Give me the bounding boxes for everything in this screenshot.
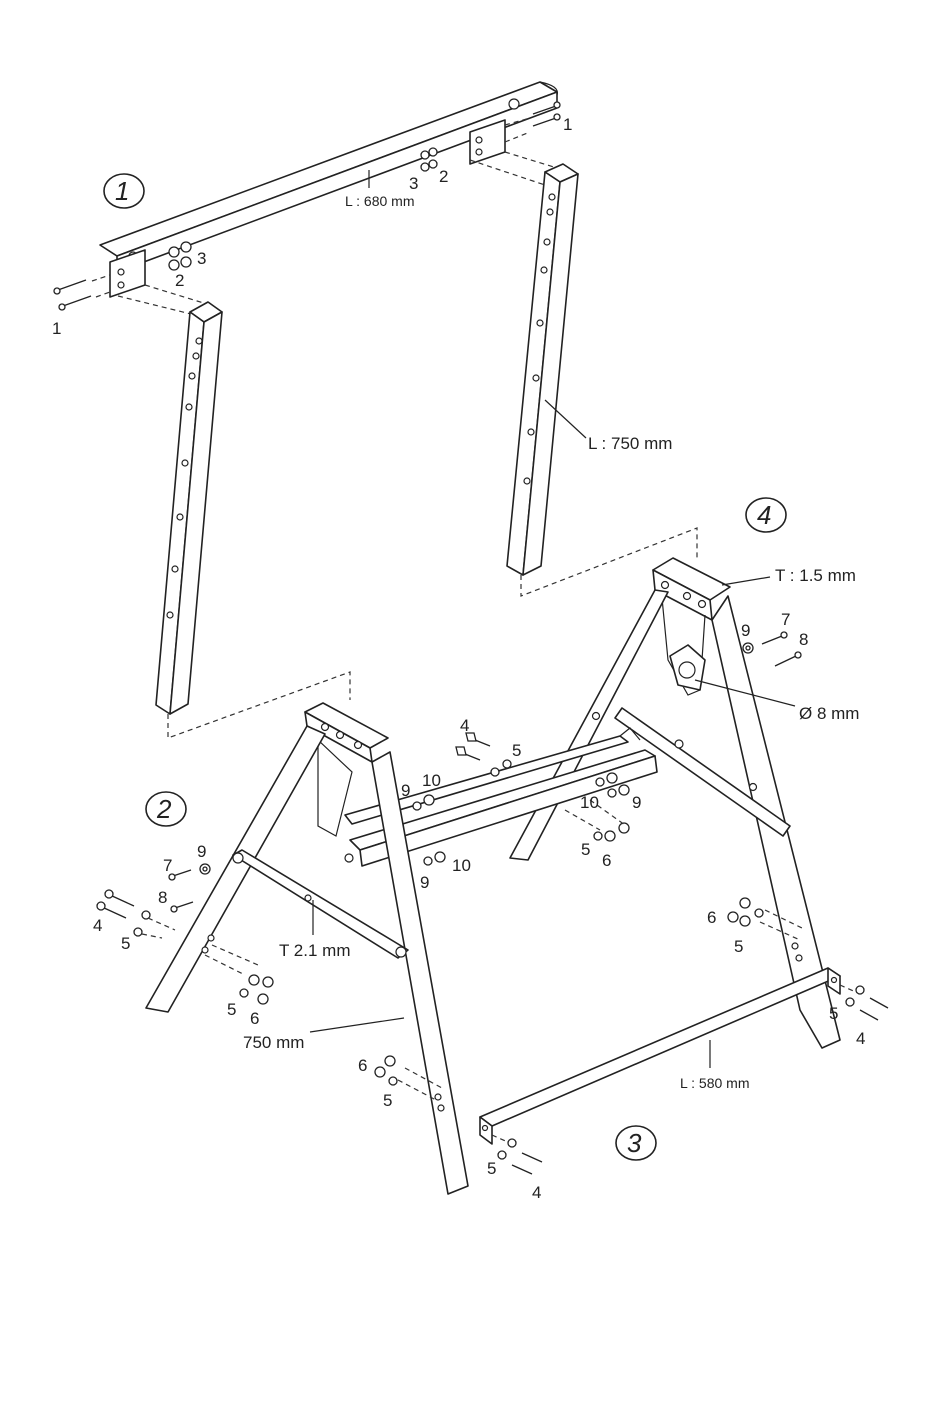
left-lower-label-5: 5 <box>227 1000 236 1019</box>
right-end-label-5: 5 <box>829 1004 838 1023</box>
hinge-label-5: 5 <box>512 741 521 760</box>
hinge-label-10a: 10 <box>422 771 441 790</box>
step-4-badge: 4 <box>746 498 786 532</box>
left-leg <box>156 302 222 714</box>
left-label-5: 5 <box>121 934 130 953</box>
step1-right-washers-nuts <box>421 148 437 171</box>
step1-right-label-2: 2 <box>439 167 448 186</box>
bottom-label-5: 5 <box>487 1159 496 1178</box>
head-label-7: 7 <box>781 610 790 629</box>
svg-text:4: 4 <box>757 500 771 530</box>
head-label-9: 9 <box>741 621 750 640</box>
brace-thickness-label: T 2.1 mm <box>279 941 350 960</box>
bottom-label-4: 4 <box>532 1183 541 1202</box>
left-label-9: 9 <box>197 842 206 861</box>
step-1-group: L : 680 mm 1 3 2 1 3 <box>52 82 697 738</box>
right-label-6: 6 <box>707 908 716 927</box>
leg-length-label: L : 750 mm <box>588 434 672 453</box>
hinge-lower-hardware <box>424 852 445 865</box>
hinge-label-4: 4 <box>460 716 469 735</box>
top-rail-length-label: L : 680 mm <box>345 193 415 209</box>
bottom-rail <box>480 968 840 1144</box>
head-thickness-label: T : 1.5 mm <box>775 566 856 585</box>
right-leg <box>507 164 578 575</box>
front-left-leg <box>146 726 325 1012</box>
step1-right-label-3: 3 <box>409 174 418 193</box>
step1-left-label-3: 3 <box>197 249 206 268</box>
hinge-label-10b: 10 <box>580 793 599 812</box>
step1-left-label-1: 1 <box>52 319 61 338</box>
head-hardware <box>743 632 801 666</box>
step-2-badge: 2 <box>146 792 186 826</box>
step-3-badge: 3 <box>616 1126 656 1160</box>
hinge-label-9a: 9 <box>401 781 410 800</box>
assembled-leg-length-label: 750 mm <box>243 1033 304 1052</box>
assembled-sawhorse: T 2.1 mm L : 580 mm 750 mm T : 1.5 mm Ø … <box>146 558 859 1194</box>
hinge-label-9c: 9 <box>420 873 429 892</box>
hinge-label-10c: 10 <box>452 856 471 875</box>
step1-left-label-2: 2 <box>175 271 184 290</box>
right-end-label-4: 4 <box>856 1029 865 1048</box>
step-1-badge: 1 <box>104 174 144 208</box>
bottom-rail-right-end-hardware <box>840 985 888 1020</box>
head-thickness-leader <box>722 577 770 585</box>
hinge-label-5b: 5 <box>581 840 590 859</box>
middle-label-6: 6 <box>358 1056 367 1075</box>
hinge-label-6b: 6 <box>602 851 611 870</box>
svg-text:1: 1 <box>115 176 129 206</box>
left-label-7: 7 <box>163 856 172 875</box>
right-label-5: 5 <box>734 937 743 956</box>
svg-text:2: 2 <box>156 794 172 824</box>
step1-left-bolts <box>54 280 91 310</box>
head-label-8: 8 <box>799 630 808 649</box>
bottom-rail-end-hardware <box>492 1135 542 1174</box>
left-label-4: 4 <box>93 916 102 935</box>
assembled-leg-leader <box>310 1018 404 1032</box>
hinge-label-9b: 9 <box>632 793 641 812</box>
left-lower-hardware <box>205 945 273 1004</box>
hole-diameter-label: Ø 8 mm <box>799 704 859 723</box>
left-lower-label-6: 6 <box>250 1009 259 1028</box>
middle-label-5: 5 <box>383 1091 392 1110</box>
step1-right-label-1: 1 <box>563 115 572 134</box>
svg-text:3: 3 <box>627 1128 642 1158</box>
bottom-rail-length-label: L : 580 mm <box>680 1075 750 1091</box>
left-label-8: 8 <box>158 888 167 907</box>
